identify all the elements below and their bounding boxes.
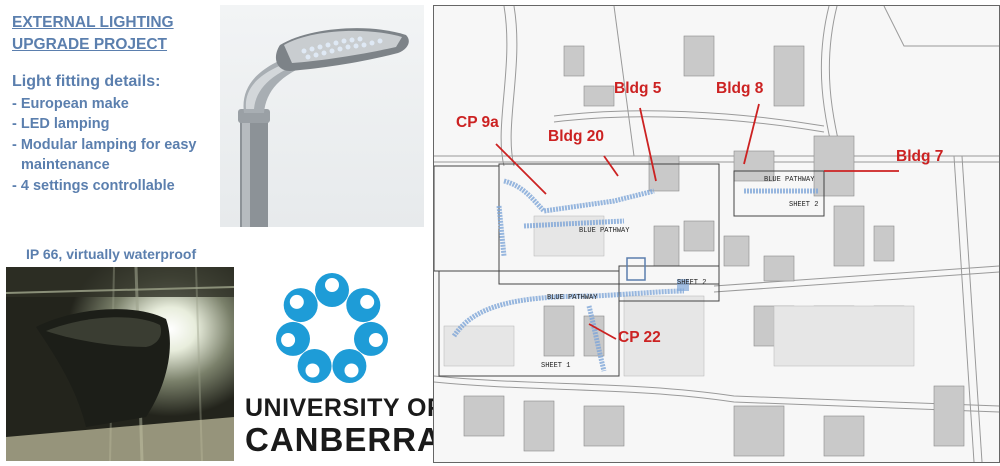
fitting-details: Light fitting details: - European make -… (12, 72, 197, 196)
map-sheet-label: SHEET 2 (789, 201, 819, 209)
title-line-2: UPGRADE PROJECT (12, 36, 168, 53)
waterproof-caption: IP 66, virtually waterproof (26, 246, 197, 262)
logo-text-canberra: CANBERRA (245, 421, 442, 458)
map-pathway-label: BLUE PATHWAY (764, 176, 815, 184)
map-label-bldg5: Bldg 5 (614, 80, 662, 97)
map-sheet-label: SHEET 2 (677, 279, 707, 287)
details-heading: Light fitting details: (12, 73, 161, 90)
map-label-bldg8: Bldg 8 (716, 80, 764, 97)
campus-map: CP 9a Bldg 20 Bldg 5 Bldg 8 Bldg 7 CP 22… (433, 5, 1000, 463)
map-sheet-label: SHEET 1 (541, 362, 571, 370)
logo-center (314, 312, 350, 348)
map-pathway-label: BLUE PATHWAY (579, 227, 630, 235)
title-line-1: EXTERNAL LIGHTING (12, 14, 174, 31)
map-label-cp9a: CP 9a (456, 114, 499, 131)
logo-petal-hole (281, 333, 296, 347)
logo-petal-hole (305, 363, 320, 378)
logo-petal-hole (289, 294, 304, 309)
detail-item: maintenance (21, 157, 110, 173)
detail-item: - Modular lamping for easy (12, 136, 197, 153)
light-fitting-photo (220, 5, 424, 227)
logo-text-university-of: UNIVERSITY OF (245, 394, 443, 422)
logo-petal-hole (360, 294, 375, 309)
detail-item: - LED lamping (12, 116, 110, 132)
detail-item: - 4 settings controllable (12, 177, 175, 194)
map-label-cp22: CP 22 (618, 329, 661, 346)
map-pathway-label: BLUE PATHWAY (547, 294, 598, 302)
map-label-bldg20: Bldg 20 (548, 128, 604, 145)
map-label-bldg7: Bldg 7 (896, 148, 944, 165)
detail-item: - European make (12, 95, 129, 112)
waterproof-test-photo (6, 267, 234, 461)
logo-petal-hole (368, 333, 383, 347)
logo-petal-hole (344, 363, 359, 378)
university-logo-icon (276, 273, 388, 383)
logo-petal-hole (325, 278, 339, 292)
project-title: EXTERNAL LIGHTING UPGRADE PROJECT (12, 12, 174, 56)
campus-map-drawing (434, 6, 999, 462)
